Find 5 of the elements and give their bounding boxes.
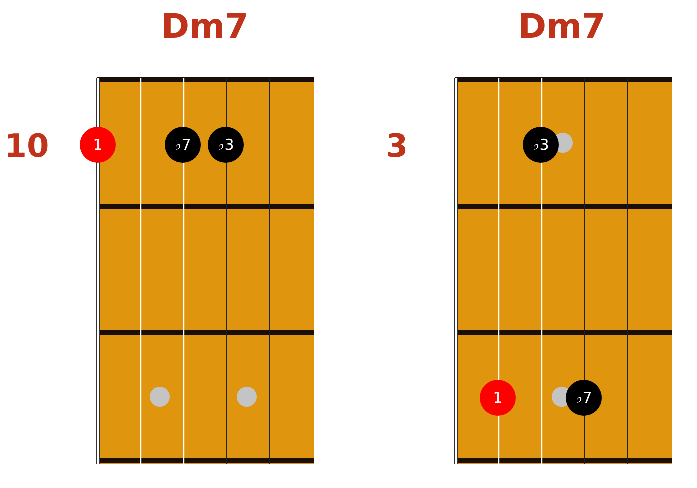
fret-number: 3	[386, 130, 408, 162]
chord-name: Dm7	[518, 10, 606, 44]
chord-name: Dm7	[161, 10, 249, 44]
fret-number: 10	[4, 130, 50, 162]
root-note-dot: 1	[80, 127, 116, 163]
